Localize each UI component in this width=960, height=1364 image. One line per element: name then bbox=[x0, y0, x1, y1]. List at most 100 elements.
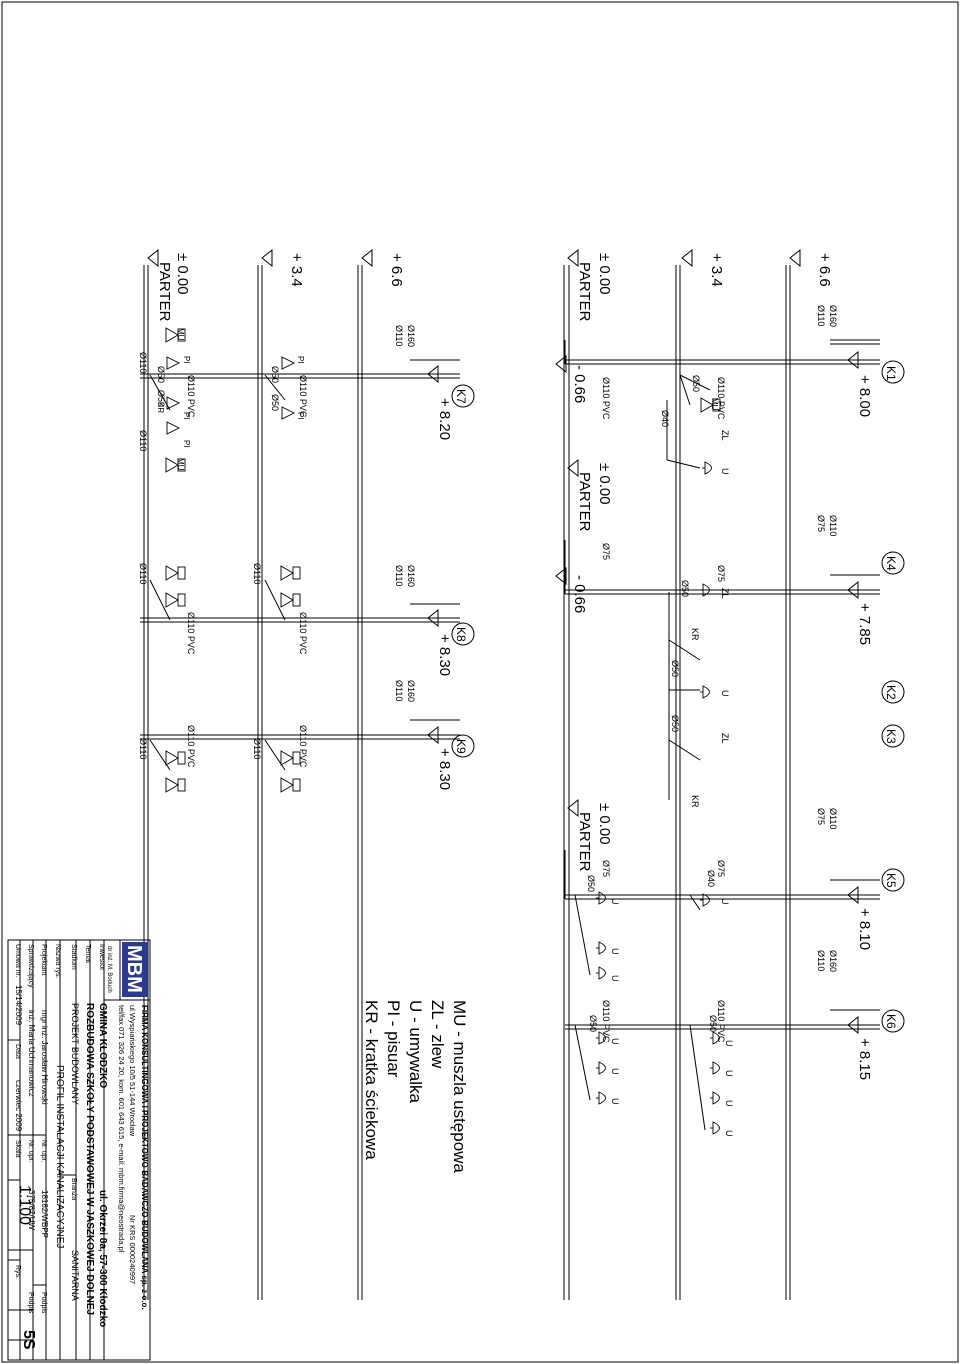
level-zero: ± 0.00 bbox=[596, 253, 613, 295]
pipe-label: Ø50 bbox=[156, 390, 166, 407]
upper-profile bbox=[555, 248, 905, 1300]
level-zero: ± 0.00 bbox=[596, 463, 613, 505]
pipe-label: Ø110 PVC bbox=[601, 377, 611, 420]
pipe-label: Ø160 bbox=[406, 680, 416, 702]
legend-zl: ZL - zlew bbox=[428, 1000, 447, 1069]
lower-profile bbox=[140, 248, 475, 1300]
checker-signature-label: Podpis bbox=[27, 1292, 34, 1314]
designer-permit-label: Nr. upr. bbox=[40, 1140, 47, 1163]
legend-kr: KR - kratka ściekowa bbox=[362, 1000, 381, 1160]
fixture-label: U bbox=[610, 898, 620, 905]
riser-k7-elev: + 8.20 bbox=[436, 398, 453, 440]
scale-label: Skala bbox=[14, 1140, 21, 1158]
drawing-no: 5S bbox=[20, 1330, 37, 1350]
riser-k5-elev: + 8.10 bbox=[856, 908, 873, 950]
riser-k3-label: K3 bbox=[884, 729, 898, 744]
fixture-label: U bbox=[724, 1100, 734, 1107]
pipe-label: Ø110 bbox=[828, 515, 838, 536]
pipe-label: Ø110 PVC bbox=[601, 1000, 611, 1043]
pipe-label: Ø40 bbox=[706, 870, 716, 887]
level-parter: PARTER bbox=[156, 262, 173, 322]
pipe-label: Ø50 bbox=[708, 1015, 718, 1032]
fixture-label: U bbox=[724, 1040, 734, 1047]
pipe-label: Ø75 bbox=[601, 860, 611, 877]
date: czerwiec 2009 bbox=[14, 1080, 23, 1132]
fixture-label: PI bbox=[182, 412, 191, 420]
drawing-no-label: Rys. bbox=[14, 1265, 21, 1279]
level-6-6: + 6.6 bbox=[388, 253, 405, 287]
designer-permit: 18182/WBPP bbox=[40, 1190, 49, 1238]
firm-krs: Nr KRS 0000240997 bbox=[128, 1215, 137, 1284]
fixture-label: MU bbox=[710, 398, 719, 411]
topic-label: Temat bbox=[84, 944, 91, 963]
riser-k1-label: K1 bbox=[884, 366, 898, 381]
firm-contact: tel/fax 071 326 24 20, kom. 601 643 615,… bbox=[117, 1005, 126, 1253]
fixture-label: PI bbox=[296, 412, 305, 420]
checker: inż. Maria Uchmanowicz bbox=[27, 1010, 36, 1097]
level-parter: PARTER bbox=[576, 812, 593, 872]
fixture-label: ZL bbox=[720, 430, 730, 441]
pipe-label: Ø110 PVC bbox=[186, 375, 196, 418]
checker-permit-label: Nr. upr. bbox=[27, 1140, 34, 1163]
riser-k8-label: K8 bbox=[454, 627, 468, 642]
contract: 15/14/2009 bbox=[14, 985, 23, 1026]
pipe-label: Ø110 bbox=[828, 808, 838, 829]
fixture-label: KR bbox=[156, 402, 165, 413]
pipe-label: Ø50 bbox=[588, 1015, 598, 1032]
branch: SANITARNA bbox=[70, 1250, 80, 1301]
pipe-label: Ø75 bbox=[816, 515, 826, 532]
level-minus-066: - 0.66 bbox=[571, 365, 588, 403]
pipe-label: Ø50 bbox=[680, 580, 690, 597]
fixture-label: ZL bbox=[720, 733, 730, 744]
stage: PROJEKT BUDOWLANY bbox=[70, 1003, 80, 1105]
pipe-label: Ø110 bbox=[394, 680, 404, 701]
fixture-label: MU bbox=[176, 328, 185, 341]
pipe-label: Ø110 PVC bbox=[716, 377, 726, 420]
fixture-label: MU bbox=[176, 458, 185, 471]
pipe-label: Ø50 bbox=[670, 715, 680, 732]
pipe-label: Ø75 bbox=[601, 543, 611, 560]
pipe-label: Ø110 bbox=[394, 565, 404, 586]
pipe-label: Ø160 bbox=[406, 565, 416, 587]
pipe-label: Ø110 bbox=[138, 738, 148, 759]
pipe-label: Ø110 PVC bbox=[716, 1000, 726, 1043]
level-zero: ± 0.00 bbox=[174, 253, 191, 295]
logo-sub: dr inż. M. Boduch bbox=[106, 946, 112, 993]
fixture-label: U bbox=[724, 1130, 734, 1137]
designer-signature-label: Podpis bbox=[40, 1292, 47, 1314]
pipe-label: Ø160 bbox=[828, 305, 838, 327]
pipe-label: Ø110 bbox=[816, 950, 826, 971]
mbm-logo-box bbox=[122, 942, 148, 997]
riser-k6-elev: + 8.15 bbox=[856, 1038, 873, 1080]
pipe-label: Ø110 bbox=[138, 352, 148, 373]
stage-label: Stadium bbox=[70, 944, 77, 970]
riser-k6-label: K6 bbox=[884, 1014, 898, 1029]
riser-k4-label: K4 bbox=[884, 556, 898, 571]
title-block-text: MBM dr inż. M. Boduch FIRMA KONSULTINGOW… bbox=[14, 944, 149, 1350]
riser-k9-elev: + 8.30 bbox=[436, 748, 453, 790]
pipe-label: Ø110 PVC bbox=[298, 375, 308, 418]
pipe-label: Ø50 bbox=[270, 366, 280, 383]
title-block bbox=[7, 939, 151, 1361]
investor-label: Inwestor bbox=[98, 944, 105, 971]
pipe-label: Ø110 bbox=[252, 563, 262, 584]
drawing-labels: ± 0.00 PARTER + 3.4 + 6.6 ± 0.00 PARTER … bbox=[138, 253, 898, 1137]
fixture-label: PI bbox=[296, 356, 305, 364]
fixture-label: ZL bbox=[720, 588, 730, 599]
pipe-label: Ø110 bbox=[138, 563, 148, 584]
pipe-label: Ø110 bbox=[394, 325, 404, 346]
pipe-label: Ø75 bbox=[716, 565, 726, 582]
logo: MBM bbox=[123, 945, 145, 993]
pipe-label: Ø50 bbox=[270, 394, 280, 411]
riser-k2-label: K2 bbox=[884, 685, 898, 700]
upper-fixtures bbox=[595, 397, 721, 1135]
pipe-label: Ø110 bbox=[816, 305, 826, 326]
legend-u: U - umywalka bbox=[406, 1000, 425, 1103]
fixture-label: PI bbox=[182, 440, 191, 448]
checker-label: Sprawdzający bbox=[27, 944, 34, 988]
fixture-label: U bbox=[610, 1038, 620, 1045]
riser-k5-label: K5 bbox=[884, 873, 898, 888]
fixture-label: U bbox=[720, 690, 730, 697]
pipe-label: Ø50 bbox=[586, 875, 596, 892]
